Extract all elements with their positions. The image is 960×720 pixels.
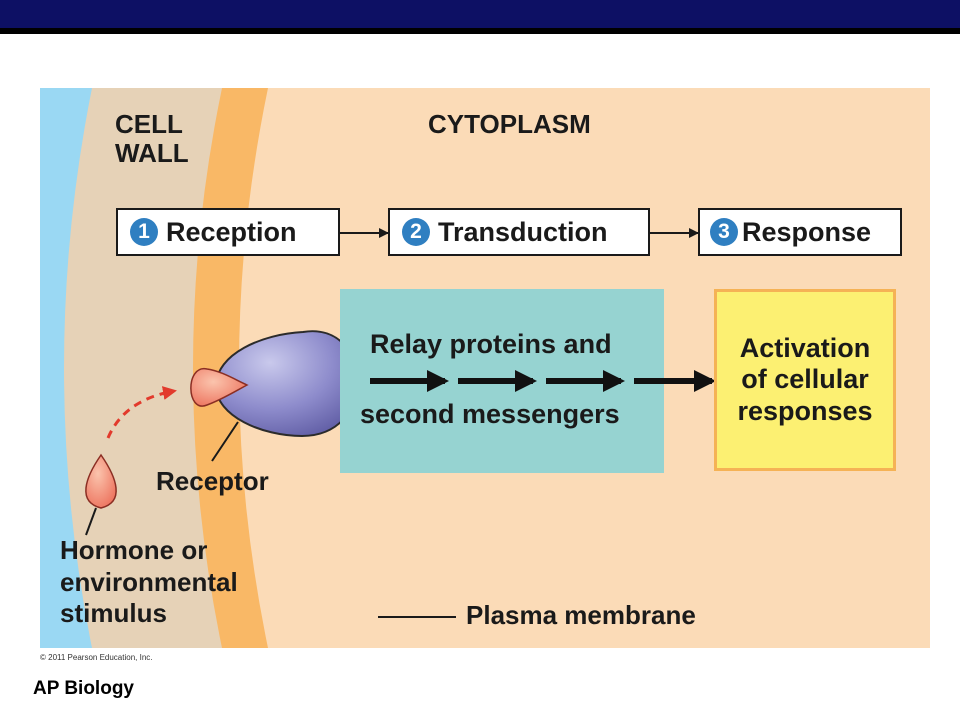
plasma-membrane-label: Plasma membrane xyxy=(466,600,696,630)
header-underline xyxy=(0,28,960,34)
cytoplasm-label: CYTOPLASM xyxy=(428,109,591,139)
hormone-pointer-line xyxy=(85,507,97,536)
step-transduction-label: Transduction xyxy=(438,216,608,247)
cell-wall-label: CELL WALL xyxy=(115,109,189,168)
extracellular-region xyxy=(40,88,92,648)
step-number-badge: 3 xyxy=(710,218,738,246)
step-number-badge: 2 xyxy=(402,218,430,246)
bound-signal-molecule xyxy=(190,368,249,407)
relay-label-line1: Relay proteins and xyxy=(370,329,612,359)
signal-movement-arrow xyxy=(106,386,177,439)
step-response-label: Response xyxy=(742,216,872,247)
receptor-pointer-line xyxy=(211,421,239,462)
step-response-box: 3 Response xyxy=(698,208,902,256)
copyright-notice: © 2011 Pearson Education, Inc. xyxy=(40,653,153,662)
step-number-badge: 1 xyxy=(130,218,158,246)
cellular-response-box: Activation of cellular responses xyxy=(714,289,896,471)
relay-proteins-box: Relay proteins and second messengers xyxy=(340,289,664,473)
hormone-label: Hormone or environmental stimulus xyxy=(60,535,238,629)
relay-label-line2: second messengers xyxy=(360,399,620,429)
step-transduction-box: 2 Transduction xyxy=(388,208,650,256)
free-signal-molecule xyxy=(85,453,117,509)
step-reception-label: Reception xyxy=(166,216,297,247)
course-title: AP Biology xyxy=(33,678,134,699)
cell-signaling-diagram: CELL WALL CYTOPLASM 1 Reception 2 Transd… xyxy=(40,88,930,648)
header-bar xyxy=(0,0,960,28)
receptor-label: Receptor xyxy=(156,466,269,496)
step-reception-box: 1 Reception xyxy=(116,208,340,256)
